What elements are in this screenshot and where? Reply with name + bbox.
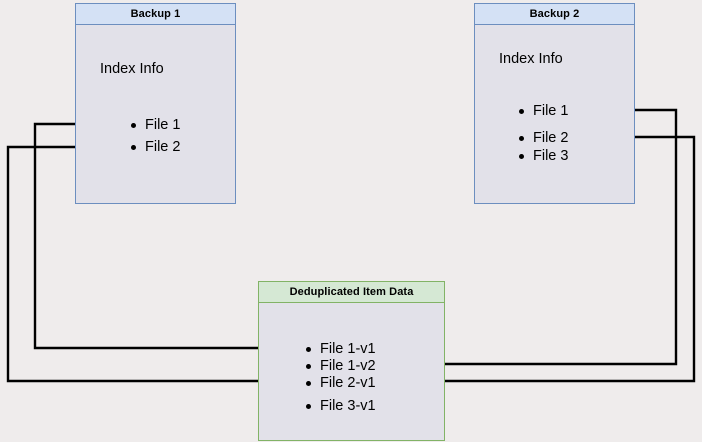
dedup-item-row: File 1-v1 (306, 341, 376, 357)
backup2-title: Backup 2 (529, 8, 580, 20)
backup1-index-label: Index Info (100, 61, 164, 77)
dedup-item-label: File 2-v1 (320, 375, 376, 391)
backup1-header: Backup 1 (75, 3, 236, 25)
dedup-header: Deduplicated Item Data (258, 281, 445, 303)
backup1-file-label: File 2 (145, 139, 181, 155)
dedup-box (258, 281, 445, 441)
bullet-icon (519, 108, 524, 114)
bullet-icon (131, 144, 136, 150)
backup2-file-label: File 1 (533, 103, 569, 119)
backup2-file-row: File 1 (519, 103, 568, 119)
backup2-index-label: Index Info (499, 51, 563, 67)
backup1-title: Backup 1 (130, 8, 181, 20)
backup1-file-row: File 2 (131, 139, 180, 155)
bullet-icon (519, 153, 524, 159)
bullet-icon (306, 380, 311, 386)
bullet-icon (519, 135, 524, 141)
backup2-file-row: File 3 (519, 148, 568, 164)
bullet-icon (306, 346, 311, 352)
backup2-file-label: File 3 (533, 148, 569, 164)
dedup-item-row: File 3-v1 (306, 398, 376, 414)
bullet-icon (131, 122, 136, 128)
backup1-file-label: File 1 (145, 117, 181, 133)
backup2-file-label: File 2 (533, 130, 569, 146)
dedup-item-row: File 2-v1 (306, 375, 376, 391)
bullet-icon (306, 403, 311, 409)
dedup-item-label: File 3-v1 (320, 398, 376, 414)
backup2-file-row: File 2 (519, 130, 568, 146)
dedup-item-label: File 1-v2 (320, 358, 376, 374)
bullet-icon (306, 363, 311, 369)
backup2-header: Backup 2 (474, 3, 635, 25)
dedup-item-row: File 1-v2 (306, 358, 376, 374)
dedup-item-label: File 1-v1 (320, 341, 376, 357)
backup1-file-row: File 1 (131, 117, 180, 133)
backup1-box (75, 3, 236, 204)
dedup-title: Deduplicated Item Data (289, 286, 414, 298)
